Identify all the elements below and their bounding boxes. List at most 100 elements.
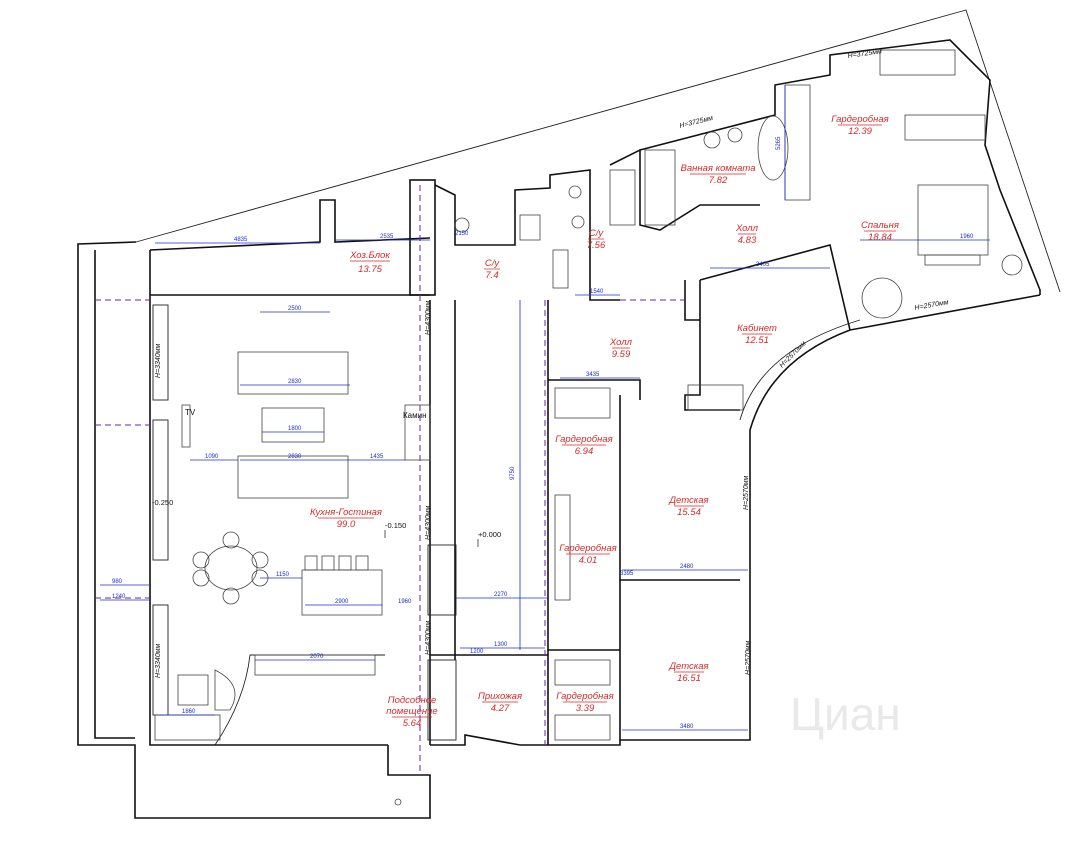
dim-label: 2270: [494, 592, 508, 598]
dim-label: 5265: [776, 136, 782, 150]
height-label: H=4300мм: [425, 300, 432, 335]
svg-text:Хоз.Блок: Хоз.Блок: [349, 250, 390, 261]
svg-text:12.39: 12.39: [848, 126, 872, 137]
dimension-labels: 4835 2535 2500 2830 1800 2830 1090 1435 …: [112, 136, 974, 730]
svg-text:7.82: 7.82: [709, 175, 728, 186]
room-label: Гардеробная 3.39: [556, 691, 613, 714]
dim-label: 2150: [455, 231, 469, 237]
furniture: [154, 49, 1023, 741]
svg-text:С/у: С/у: [485, 258, 501, 269]
watermark: Циан: [790, 688, 901, 740]
dim-label: 1540: [590, 289, 604, 295]
svg-text:Ванная комната: Ванная комната: [681, 163, 756, 174]
dim-label: 2830: [288, 379, 302, 385]
level-mark: +0.000: [478, 530, 501, 539]
svg-text:16.51: 16.51: [677, 673, 701, 684]
dim-label: 1240: [112, 594, 126, 600]
svg-text:7.56: 7.56: [587, 240, 606, 251]
svg-text:Гардеробная: Гардеробная: [555, 434, 612, 445]
dim-label: 4835: [234, 237, 248, 243]
dim-label: 1860: [182, 709, 196, 715]
dimension-lines: [100, 85, 990, 731]
dim-label: 3395: [620, 571, 634, 577]
room-labels: Хоз.Блок 13.75 С/у 7.4 С/у 7.56 Ванная к…: [310, 114, 899, 729]
height-label: H=4300мм: [425, 620, 432, 655]
svg-text:Гардеробная: Гардеробная: [831, 114, 888, 125]
axis-lines: [95, 185, 685, 775]
height-label: H=3725мм: [679, 115, 714, 130]
dim-label: 1960: [960, 234, 974, 240]
room-label: Спальня 18.84: [861, 220, 899, 243]
room-label: Холл 9.59: [609, 337, 633, 360]
level-mark: -0.150: [385, 521, 406, 530]
room-label: Кабинет 12.51: [737, 323, 777, 346]
fireplace-label: Камин: [403, 411, 427, 420]
svg-text:Холл: Холл: [735, 223, 759, 234]
svg-text:Подсобное: Подсобное: [388, 695, 437, 706]
dim-label: 3480: [680, 724, 694, 730]
svg-text:Гардеробная: Гардеробная: [559, 543, 616, 554]
dim-label: 3435: [586, 372, 600, 378]
room-label: Подсобное помещение 5.64: [386, 695, 437, 729]
height-label: H=4300мм: [425, 505, 432, 540]
room-label: Гардеробная 4.01: [559, 543, 616, 566]
dim-label: 1300: [494, 642, 508, 648]
level-mark: -0.250: [152, 498, 173, 507]
svg-text:4.01: 4.01: [579, 555, 598, 566]
level-marks: -0.150 +0.000 -0.250: [152, 498, 501, 547]
height-label: H=3340мм: [155, 643, 162, 678]
svg-text:9.59: 9.59: [612, 349, 631, 360]
svg-text:3.39: 3.39: [576, 703, 595, 714]
svg-text:Спальня: Спальня: [861, 220, 899, 231]
svg-text:7.4: 7.4: [485, 270, 498, 281]
dim-label: 3405: [756, 262, 770, 268]
dim-label: 2535: [380, 234, 394, 240]
dim-label: 9750: [510, 466, 516, 480]
room-label: Хоз.Блок 13.75: [349, 250, 390, 275]
dim-label: 2500: [288, 306, 302, 312]
dim-label: 980: [112, 579, 123, 585]
dim-label: 2070: [310, 654, 324, 660]
svg-text:Кабинет: Кабинет: [737, 323, 777, 334]
svg-text:Кухня-Гостиная: Кухня-Гостиная: [310, 507, 382, 518]
svg-text:18.84: 18.84: [868, 232, 892, 243]
svg-text:Прихожая: Прихожая: [478, 691, 522, 702]
room-label: Гардеробная 12.39: [831, 114, 888, 137]
height-label: H=3340мм: [155, 343, 162, 378]
height-label: H=2570мм: [914, 299, 949, 312]
svg-text:4.83: 4.83: [738, 235, 757, 246]
height-labels: H=3725мм H=3725мм H=2570мм H=2570мм H=25…: [155, 48, 949, 678]
height-label: H=2570мм: [743, 475, 750, 510]
svg-text:Холл: Холл: [609, 337, 633, 348]
dim-label: 1200: [470, 649, 484, 655]
svg-text:6.94: 6.94: [575, 446, 594, 457]
height-label: H=2570мм: [745, 640, 752, 675]
dim-label: 1800: [288, 426, 302, 432]
svg-text:12.51: 12.51: [745, 335, 769, 346]
room-label: С/у 7.4: [484, 258, 500, 281]
dim-label: 1435: [370, 454, 384, 460]
dim-label: 1090: [205, 454, 219, 460]
dim-label: 2480: [680, 564, 694, 570]
tv-label: TV: [185, 408, 196, 417]
dim-label: 2830: [288, 454, 302, 460]
dim-label: 2900: [335, 599, 349, 605]
room-label: С/у 7.56: [587, 228, 606, 251]
room-label: Ванная комната 7.82: [681, 163, 756, 186]
svg-text:5.64: 5.64: [403, 718, 422, 729]
svg-text:15.54: 15.54: [677, 507, 701, 518]
riser-mark: [394, 798, 402, 806]
room-label: Прихожая 4.27: [478, 691, 522, 714]
room-label: Детская 15.54: [668, 495, 708, 518]
room-label: Кухня-Гостиная 99.0: [310, 507, 382, 530]
height-label: H=3725мм: [847, 48, 882, 60]
dim-label: 1150: [276, 572, 290, 578]
room-label: Гардеробная 6.94: [555, 434, 612, 457]
svg-text:13.75: 13.75: [358, 264, 382, 275]
svg-text:Детская: Детская: [668, 495, 708, 506]
room-label: Холл 4.83: [735, 223, 759, 246]
svg-text:Детская: Детская: [668, 661, 708, 672]
svg-text:помещение: помещение: [386, 706, 437, 717]
svg-text:Гардеробная: Гардеробная: [556, 691, 613, 702]
